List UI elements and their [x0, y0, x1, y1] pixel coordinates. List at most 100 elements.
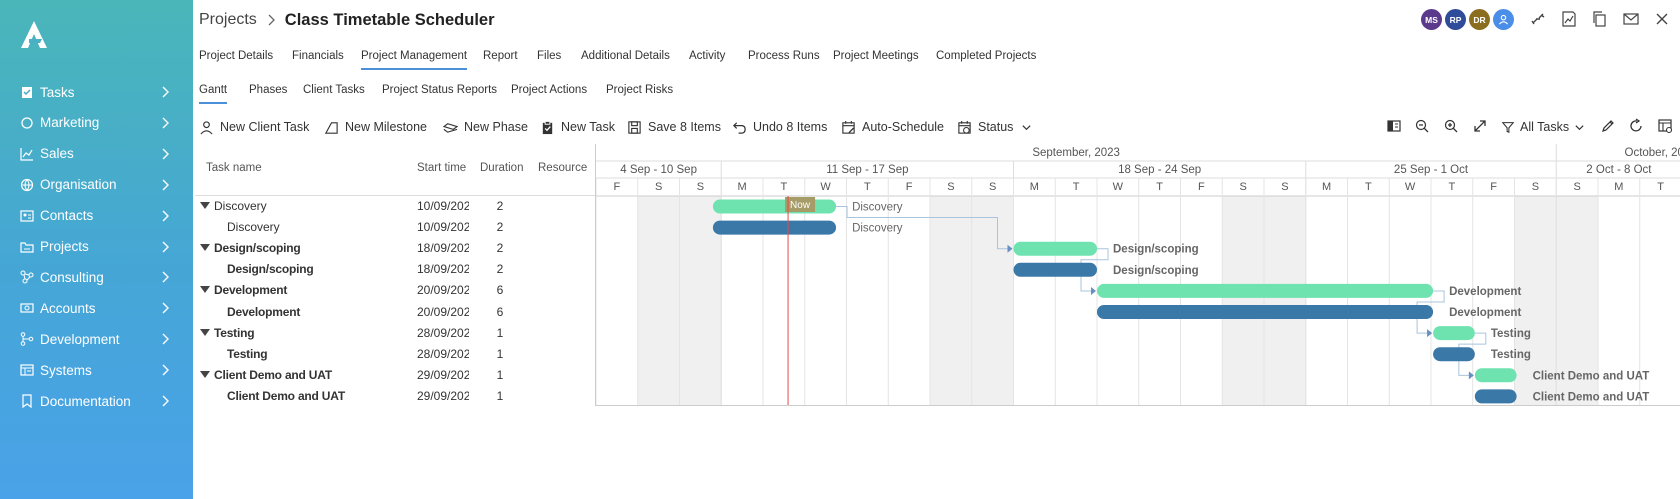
subtab-project-risks[interactable]: Project Risks: [606, 84, 674, 96]
report-chart-icon[interactable]: [1560, 10, 1578, 28]
copy-icon[interactable]: [1591, 10, 1609, 28]
columns-toggle-icon[interactable]: [1386, 118, 1402, 134]
refresh-icon[interactable]: [1628, 118, 1644, 134]
collapse-triangle-icon[interactable]: [200, 328, 210, 337]
add-user-avatar[interactable]: [1493, 9, 1514, 30]
undo-button[interactable]: Undo 8 Items: [732, 116, 827, 138]
dependency-link[interactable]: [836, 206, 1009, 250]
contact-card-icon: [20, 209, 34, 222]
tab-project-management[interactable]: Project Management: [361, 50, 468, 70]
sidebar-item-label: Consulting: [40, 269, 104, 285]
close-icon[interactable]: [1653, 10, 1671, 28]
day-label: T: [1156, 181, 1163, 193]
all-tasks-filter[interactable]: All Tasks: [1501, 116, 1585, 138]
subtab-client-tasks[interactable]: Client Tasks: [303, 84, 365, 96]
new-phase-button[interactable]: New Phase: [443, 116, 528, 138]
column-header-duration[interactable]: Duration: [480, 162, 524, 174]
dependency-link[interactable]: [1080, 248, 1109, 292]
subtab-project-actions[interactable]: Project Actions: [511, 84, 588, 96]
sidebar-item-marketing[interactable]: Marketing: [0, 109, 193, 137]
phase-bar[interactable]: [1433, 326, 1475, 341]
subtab-phases[interactable]: Phases: [249, 84, 288, 96]
sidebar-item-systems[interactable]: Systems: [0, 356, 193, 384]
status-dropdown[interactable]: Status: [957, 116, 1032, 138]
user-icon: [1498, 14, 1509, 25]
sidebar-item-accounts[interactable]: Accounts: [0, 294, 193, 322]
phase-bar[interactable]: [1097, 283, 1434, 298]
save-button[interactable]: Save 8 Items: [627, 116, 721, 138]
sidebar-item-organisation[interactable]: Organisation: [0, 171, 193, 199]
money-icon: [20, 303, 34, 313]
day-label: T: [1365, 181, 1372, 193]
sidebar-item-contacts[interactable]: Contacts: [0, 202, 193, 230]
app-logo-icon[interactable]: [20, 20, 48, 50]
collapse-triangle-icon[interactable]: [200, 244, 210, 252]
task-bar[interactable]: [1013, 262, 1098, 277]
task-bar[interactable]: [712, 220, 837, 235]
tab-process-runs[interactable]: Process Runs: [748, 50, 820, 62]
task-name: Development: [227, 304, 301, 319]
tab-report[interactable]: Report: [483, 50, 518, 62]
week-label: 2 Oct - 8 Oct: [1586, 164, 1652, 176]
collapse-triangle-icon[interactable]: [200, 286, 210, 294]
tab-project-details[interactable]: Project Details: [199, 50, 274, 62]
phase-bar[interactable]: [712, 199, 837, 214]
subtab-gantt[interactable]: Gantt: [199, 84, 228, 104]
chevron-right-icon: [162, 179, 169, 191]
sidebar-item-sales[interactable]: Sales: [0, 140, 193, 168]
settings-table-icon[interactable]: [1657, 118, 1673, 134]
link-icon[interactable]: [1529, 10, 1547, 28]
subtab-project-status-reports[interactable]: Project Status Reports: [382, 84, 498, 96]
tab-completed-projects[interactable]: Completed Projects: [936, 50, 1037, 62]
new-milestone-button[interactable]: New Milestone: [324, 116, 427, 138]
day-label: T: [1657, 181, 1664, 193]
dependency-link[interactable]: [1416, 290, 1445, 334]
dependency-arrow: [1468, 371, 1474, 380]
auto-schedule-button[interactable]: Auto-Schedule: [841, 116, 944, 138]
sidebar-item-consulting[interactable]: Consulting: [0, 263, 193, 291]
tab-financials[interactable]: Financials: [292, 50, 344, 62]
sidebar-item-development[interactable]: Development: [0, 325, 193, 353]
collapse-triangle-icon[interactable]: [200, 202, 210, 210]
new-task-button[interactable]: New Task: [540, 116, 615, 138]
column-header-task-name[interactable]: Task name: [206, 162, 262, 174]
avatar[interactable]: MS: [1421, 9, 1442, 30]
task-bar[interactable]: [1474, 389, 1517, 404]
avatar[interactable]: DR: [1469, 9, 1490, 30]
zoom-out-icon[interactable]: [1414, 118, 1430, 134]
sidebar-item-tasks[interactable]: Tasks: [0, 78, 193, 106]
new-client-task-button[interactable]: New Client Task: [199, 116, 309, 138]
day-label: M: [1322, 181, 1331, 193]
phase-bar[interactable]: [1013, 241, 1098, 256]
dependency-link[interactable]: [1458, 332, 1487, 376]
sidebar-item-documentation[interactable]: Documentation: [0, 387, 193, 415]
column-header-start-time[interactable]: Start time: [417, 162, 467, 174]
expand-icon[interactable]: [1472, 118, 1488, 134]
pencil-icon[interactable]: [1600, 118, 1616, 134]
avatar[interactable]: RP: [1445, 9, 1466, 30]
mail-icon[interactable]: [1622, 10, 1640, 28]
task-bar[interactable]: [1433, 347, 1475, 362]
task-start-time: 20/09/2023: [417, 304, 469, 319]
tab-activity[interactable]: Activity: [689, 50, 726, 62]
tab-files[interactable]: Files: [537, 50, 562, 62]
tab-additional-details[interactable]: Additional Details: [581, 50, 670, 62]
breadcrumb-projects[interactable]: Projects: [199, 11, 257, 28]
phase-bar[interactable]: [1474, 368, 1517, 383]
collapse-triangle-icon[interactable]: [200, 370, 210, 379]
task-bar[interactable]: [1097, 305, 1434, 319]
sidebar-item-projects[interactable]: Projects: [0, 233, 193, 261]
column-header-resource[interactable]: Resource: [538, 162, 588, 174]
zoom-in-icon[interactable]: [1443, 118, 1459, 134]
tab-project-meetings[interactable]: Project Meetings: [833, 50, 919, 62]
